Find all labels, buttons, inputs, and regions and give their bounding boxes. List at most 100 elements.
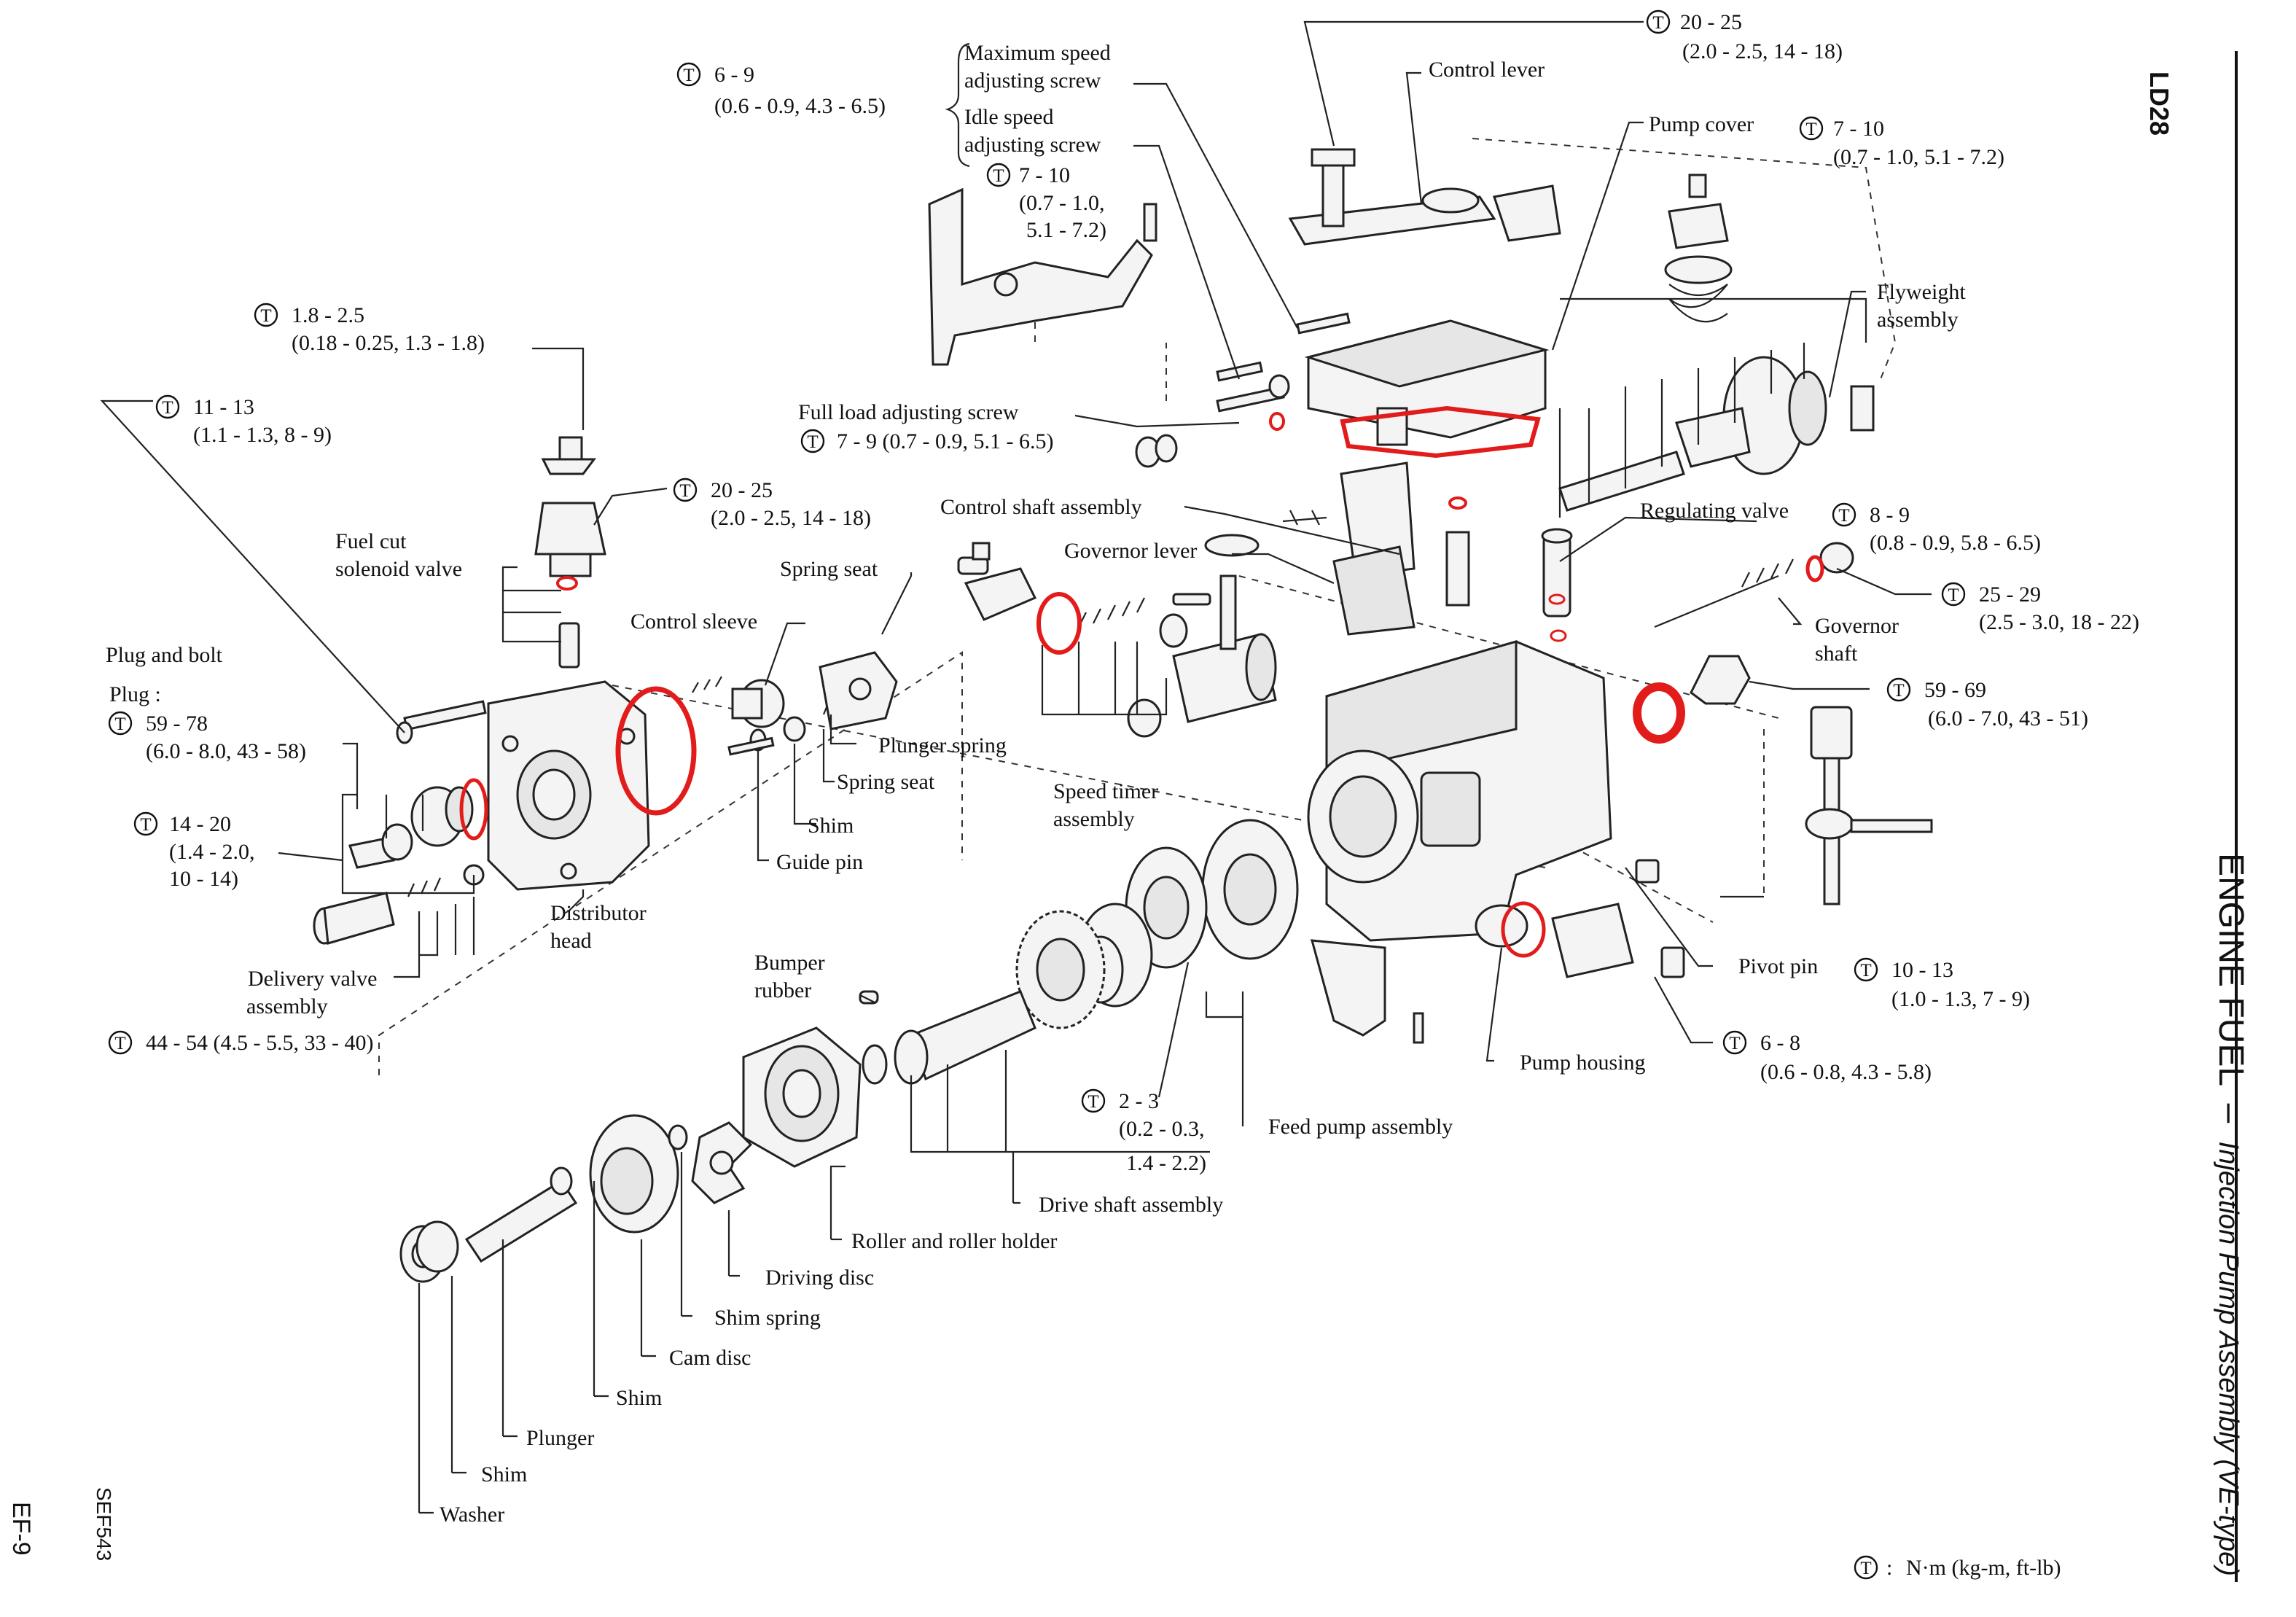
- driving-disc-drawing: [691, 1121, 753, 1204]
- torque-icon: [676, 62, 701, 87]
- torque-10-13-range: (1.0 - 1.3, 7 - 9): [1891, 987, 2030, 1011]
- label-control-lever: Control lever: [1429, 58, 1545, 82]
- speed-timer-drawing: [964, 567, 1277, 738]
- torque-icon: [108, 1030, 133, 1055]
- label-governor-lever: Governor lever: [1064, 539, 1197, 563]
- torque-6-9-range: (0.6 - 0.9, 4.3 - 6.5): [714, 94, 886, 118]
- torque-8-9-range: (0.8 - 0.9, 5.8 - 6.5): [1870, 531, 2041, 555]
- washer-drawing: [399, 1220, 459, 1283]
- o-ring-governor-icon: [1805, 555, 1824, 582]
- fuel-cut-solenoid-drawing: [534, 436, 606, 669]
- label-speed-timer: Speed timer: [1053, 779, 1158, 803]
- label-governor-shaft: Governor: [1815, 614, 1899, 638]
- torque-25-29-range: (2.5 - 3.0, 18 - 22): [1979, 610, 2139, 634]
- label-plunger: Plunger: [526, 1426, 594, 1450]
- torque-59-78-range: (6.0 - 8.0, 43 - 58): [146, 739, 306, 763]
- label-shim-upper: Shim: [808, 814, 854, 838]
- torque-11-13-range: (1.1 - 1.3, 8 - 9): [193, 423, 332, 447]
- torque-icon: [1854, 957, 1878, 982]
- label-delivery-valve-2: assembly: [246, 994, 328, 1018]
- torque-59-78: 59 - 78: [146, 712, 208, 736]
- label-control-shaft: Control shaft assembly: [940, 495, 1142, 519]
- torque-11-13: 11 - 13: [193, 395, 254, 419]
- torque-7-10-mid-range-2: 5.1 - 7.2): [1026, 218, 1106, 242]
- label-driving-disc: Driving disc: [765, 1266, 874, 1290]
- page-number: EF-9: [7, 1502, 35, 1556]
- torque-44-54: 44 - 54 (4.5 - 5.5, 33 - 40): [146, 1031, 373, 1055]
- torque-7-10-mid: 7 - 10: [1019, 163, 1070, 187]
- figure-code: SEF543: [93, 1487, 115, 1561]
- o-ring-distributor-icon: [615, 686, 697, 816]
- torque-14-20: 14 - 20: [169, 812, 231, 836]
- pump-cover-drawing: [1304, 319, 1550, 446]
- torque-59-69: 59 - 69: [1924, 678, 1986, 702]
- label-control-sleeve: Control sleeve: [630, 609, 757, 634]
- torque-20-25-top-range: (2.0 - 2.5, 14 - 18): [1682, 39, 1843, 63]
- torque-icon: [1646, 9, 1671, 34]
- label-shim-spring: Shim spring: [714, 1306, 821, 1330]
- torque-20-25-solenoid: 20 - 25: [711, 478, 773, 502]
- torque-14-20-range-2: 10 - 14): [169, 867, 238, 891]
- torque-7-9-full-load: 7 - 9 (0.7 - 0.9, 5.1 - 6.5): [837, 429, 1053, 453]
- section-title: ENGINE FUEL: [2211, 853, 2250, 1086]
- o-ring-regulating-icon: [1548, 593, 1566, 605]
- label-speed-timer-2: assembly: [1053, 807, 1135, 831]
- label-flyweight: Flyweight: [1877, 280, 1966, 304]
- torque-icon: [133, 811, 158, 836]
- torque-2-3-range: (0.2 - 0.3,: [1119, 1117, 1204, 1141]
- o-ring-housing-icon: [1501, 901, 1546, 958]
- label-cam-disc: Cam disc: [669, 1346, 751, 1370]
- governor-lever-drawing: [1282, 461, 1470, 636]
- torque-icon: [800, 429, 825, 453]
- torque-icon: [1081, 1088, 1106, 1113]
- label-pump-housing: Pump housing: [1520, 1051, 1646, 1075]
- legend-text: N·m (kg-m, ft-lb): [1906, 1556, 2061, 1580]
- torque-59-69-range: (6.0 - 7.0, 43 - 51): [1928, 706, 2088, 730]
- label-fuel-cut: Fuel cut: [335, 529, 407, 553]
- o-ring-full-load-icon: [1269, 412, 1285, 431]
- section-heading: ENGINE FUEL – Injection Pump Assembly (V…: [2211, 853, 2250, 1576]
- torque-20-25-solenoid-range: (2.0 - 2.5, 14 - 18): [711, 506, 871, 530]
- plunger-parts-drawing: [692, 651, 898, 756]
- svg-text::: :: [1886, 1556, 1892, 1580]
- torque-icon: [155, 394, 180, 419]
- model-code: LD28: [2144, 71, 2174, 136]
- label-drive-shaft: Drive shaft assembly: [1039, 1193, 1223, 1217]
- label-shim-mid: Shim: [616, 1386, 662, 1410]
- label-pump-cover: Pump cover: [1649, 112, 1754, 136]
- label-governor-shaft-2: shaft: [1815, 642, 1858, 666]
- torque-icon: [1832, 502, 1856, 527]
- label-delivery-valve: Delivery valve: [248, 967, 377, 991]
- governor-seal-icon: [1633, 682, 1685, 744]
- label-distributor: Distributor: [550, 901, 647, 925]
- label-roller: Roller and roller holder: [851, 1229, 1057, 1253]
- label-feed-pump: Feed pump assembly: [1268, 1115, 1453, 1139]
- plug-bolt-drawing: [396, 700, 487, 744]
- governor-nut-drawing: [1690, 655, 1933, 905]
- torque-symbol-icon: [1854, 1555, 1878, 1580]
- torque-7-10-mid-range: (0.7 - 1.0,: [1019, 191, 1104, 215]
- section-subtitle: Injection Pump Assembly (VE-type): [2213, 1142, 2244, 1576]
- label-max-speed-2: adjusting screw: [964, 69, 1101, 93]
- label-shim-low: Shim: [481, 1462, 527, 1487]
- torque-1-8: 1.8 - 2.5: [292, 303, 364, 327]
- torque-icon: [254, 303, 278, 327]
- torque-values: 20 - 25 (2.0 - 2.5, 14 - 18) 6 - 9 (0.6 …: [146, 10, 2139, 1175]
- pivot-plate-drawing: [1551, 859, 1685, 978]
- leader-lines: [100, 20, 1932, 1514]
- torque-1-8-range: (0.18 - 0.25, 1.3 - 1.8): [292, 331, 485, 355]
- torque-2-3: 2 - 3: [1119, 1089, 1159, 1113]
- torque-legend: : N·m (kg-m, ft-lb): [1854, 1555, 2061, 1580]
- label-flyweight-2: assembly: [1877, 308, 1959, 332]
- o-ring-shaft-icon: [1448, 496, 1467, 510]
- plunger-drawing: [464, 1166, 578, 1263]
- o-ring-plug-icon: [459, 778, 488, 841]
- adjusting-screws-drawing: [1135, 312, 1351, 468]
- o-ring-solenoid-icon: [556, 576, 578, 591]
- torque-20-25-top: 20 - 25: [1680, 10, 1742, 34]
- flyweight-drawing: [1558, 356, 1875, 512]
- section-dash: –: [2211, 1104, 2250, 1123]
- torque-icon: [108, 711, 133, 736]
- label-fuel-cut-2: solenoid valve: [335, 557, 462, 581]
